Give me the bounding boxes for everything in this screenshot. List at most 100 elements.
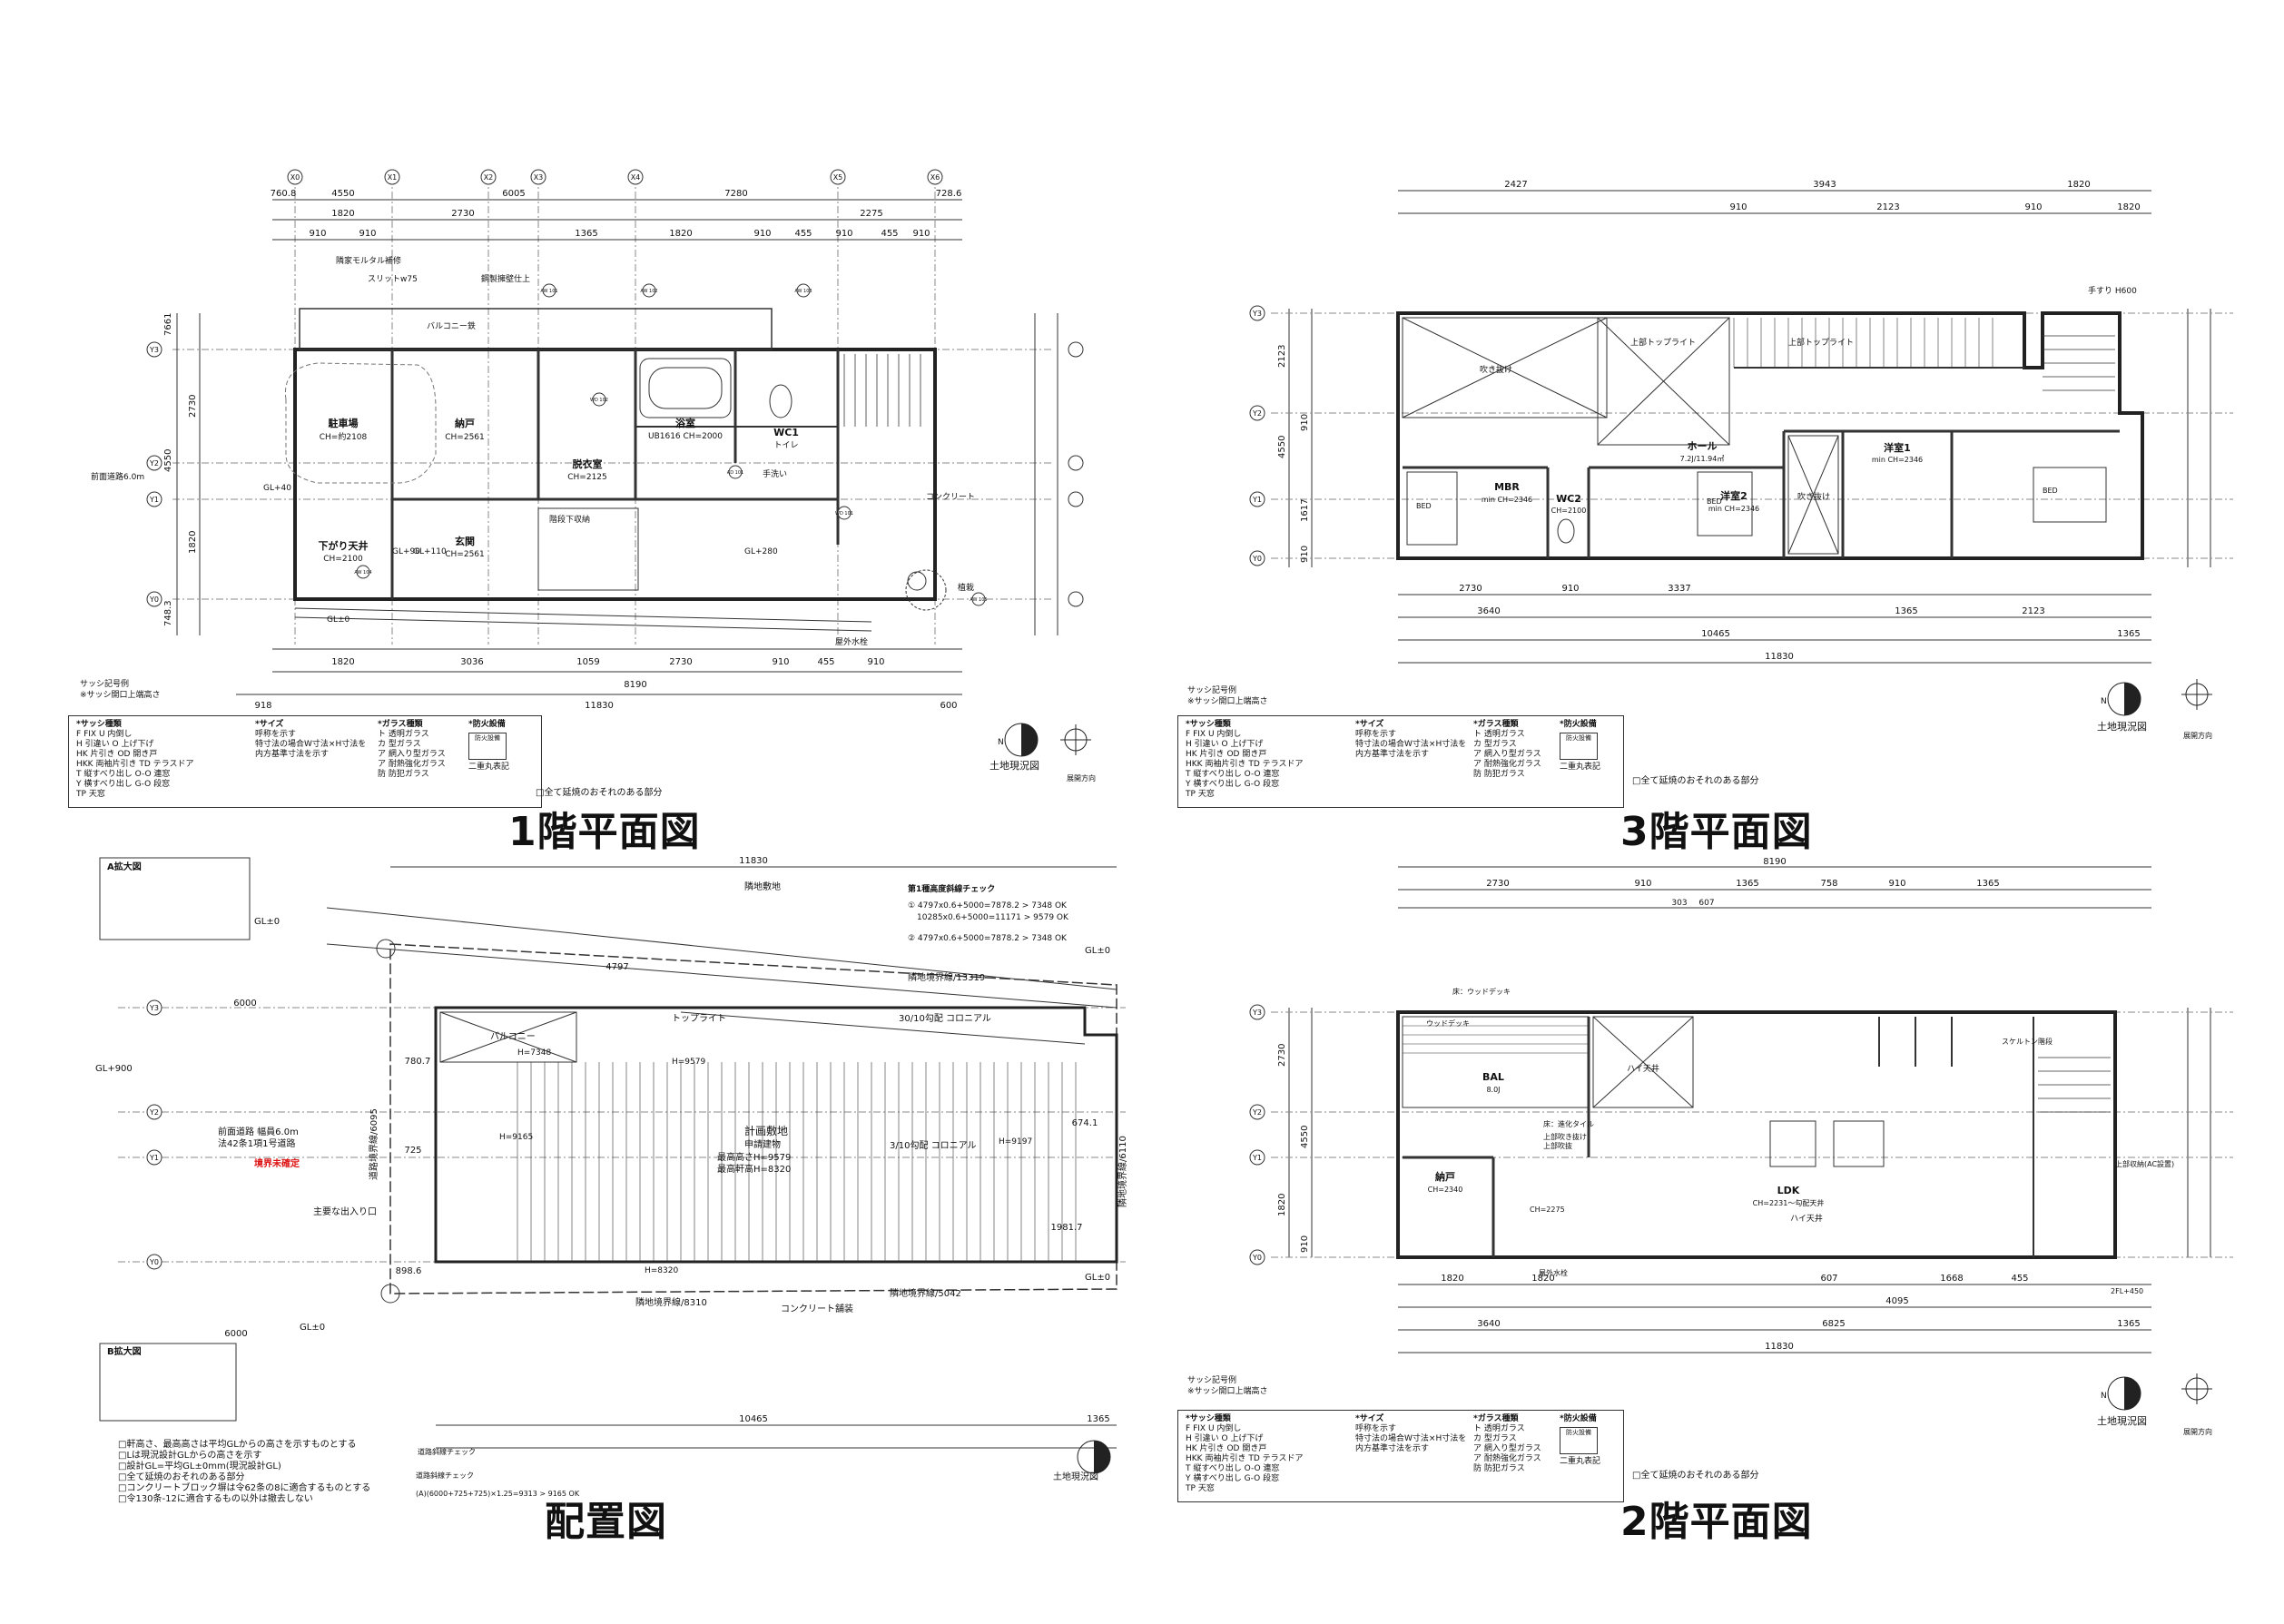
room-name: 上部トップライト xyxy=(1630,337,1696,348)
legend-floor2: *サッシ種類 F FIX U 内倒し H 引違い O 上げ下げ HK 片引き O… xyxy=(1177,1410,1624,1502)
dim-text: 6000 xyxy=(233,999,256,1009)
sun-direction-label: 展開方向 xyxy=(2183,732,2212,740)
dim-text: 600 xyxy=(940,701,957,708)
floor2-title: 2階平面図 xyxy=(1620,1499,1813,1545)
floor3-title: 3階平面図 xyxy=(1620,809,1813,855)
dim-text: 1365 xyxy=(1087,1414,1109,1424)
grid-label: Y0 xyxy=(149,595,159,604)
annotation: 2FL+450 xyxy=(2111,1287,2143,1295)
grid-label: Y3 xyxy=(149,1004,159,1012)
annotation: 手すり H600 xyxy=(2088,285,2137,296)
dim-text: 1365 xyxy=(2117,1319,2140,1329)
floor1-plan: X0 X1 X2 X3 X4 X5 X6 Y3 Y2 Y1 Y0 760.8 4… xyxy=(91,169,1084,708)
room-name: 駐車場 xyxy=(329,417,359,429)
annotation: スリットw75 xyxy=(368,275,418,284)
north-arrow-icon: N xyxy=(998,723,1091,757)
site-label: コンクリート舗装 xyxy=(781,1303,853,1314)
room-name: WC2 xyxy=(1556,493,1581,505)
dim-text: 1820 xyxy=(1441,1274,1463,1284)
room-name: 納戸 xyxy=(1435,1170,1455,1183)
site-label: 前面道路 幅員6.0m xyxy=(218,1126,299,1137)
dim-text: 4550 xyxy=(1277,436,1287,458)
annotation: 鋼製擁壁仕上 xyxy=(481,273,530,284)
height-label: H=7348 xyxy=(517,1048,551,1058)
north-arrow-icon: N xyxy=(2101,679,2212,716)
room-sub: min CH=2346 xyxy=(1708,505,1759,513)
sun-direction-label: 展開方向 xyxy=(2183,1428,2212,1436)
dim-text: 1820 xyxy=(2067,180,2090,190)
grid-label: X2 xyxy=(484,173,494,182)
annotation: 屋外水栓 xyxy=(835,636,868,647)
grid-label: Y0 xyxy=(149,1258,159,1266)
annotation: 上部収納(AC設置) xyxy=(2115,1159,2174,1168)
dim-text: 2730 xyxy=(188,395,198,418)
dim-text: 1668 xyxy=(1940,1274,1963,1284)
site-label: 隣地境界線/8310 xyxy=(635,1296,707,1308)
room-sub: 8.0J xyxy=(1486,1086,1500,1094)
window-marker: WD 102 xyxy=(590,398,608,403)
dim-text: 7661 xyxy=(163,313,173,336)
room-name: LDK xyxy=(1777,1185,1800,1196)
check-text: ② 4797x0.6+5000=7878.2 > 7348 OK xyxy=(908,934,1068,943)
annotation: BED xyxy=(2043,487,2058,495)
annotation: 屋外水栓 xyxy=(1539,1268,1568,1277)
room-name: 洋室1 xyxy=(1884,441,1911,454)
grid-label: X0 xyxy=(290,173,300,182)
room-sub: min CH=2346 xyxy=(1872,456,1923,464)
room-name: ハイ天井 xyxy=(1627,1063,1659,1074)
dim-text: 303 xyxy=(1671,899,1687,908)
site-plan: Y3 Y2 Y1 Y0 A拡大図 B拡大図 隣地敷地 隣地境界線/13319 隣… xyxy=(95,856,1128,1482)
check-text: 10285x0.6+5000=11171 > 9579 OK xyxy=(917,913,1069,922)
dim-text: 1617 xyxy=(1300,499,1310,522)
dim-text: 6000 xyxy=(224,1329,247,1339)
dim-text: 6825 xyxy=(1822,1319,1845,1329)
gl-label: GL+900 xyxy=(95,1064,133,1074)
sash-note-2: サッシ記号例※サッシ開口上端高さ xyxy=(1187,1376,1268,1396)
window-marker: WD 101 xyxy=(835,511,853,517)
check-text: ① 4797x0.6+5000=7878.2 > 7348 OK xyxy=(908,901,1068,910)
gl-label: GL+280 xyxy=(744,547,778,556)
annotation: BED xyxy=(1707,497,1722,506)
site-label: 隣地境界線/13319 xyxy=(908,971,985,983)
annotation: コンクリート xyxy=(926,492,975,502)
annotation: スケルトン階段 xyxy=(2002,1037,2053,1046)
site-label: 道路斜線チェック xyxy=(418,1447,476,1456)
dim-text: 4095 xyxy=(1885,1296,1908,1306)
dim-text: 758 xyxy=(1820,879,1837,889)
grid-label: Y0 xyxy=(1252,555,1262,563)
annotation: 上部トップライト xyxy=(1788,337,1854,348)
room-name: 脱衣室 xyxy=(573,458,603,470)
dim-text: 8190 xyxy=(624,680,646,690)
svg-text:N: N xyxy=(2101,1392,2107,1401)
annotation: 上部吹抜 xyxy=(1543,1141,1572,1150)
dim-text: 1981.7 xyxy=(1051,1223,1083,1233)
sash-note-1: サッシ記号例※サッシ開口上端高さ xyxy=(80,680,161,700)
window-marker: AW 105 xyxy=(970,597,987,603)
site-label: 境界未確定 xyxy=(254,1157,300,1169)
site-label: 隣地境界線/5042 xyxy=(890,1287,961,1299)
room-name: ホール xyxy=(1688,440,1718,452)
gl-label: GL±0 xyxy=(1085,1273,1110,1283)
grid-label: Y0 xyxy=(1252,1254,1262,1262)
dim-text: 2730 xyxy=(451,209,474,219)
annotation: 吹き抜け xyxy=(1480,364,1512,375)
dim-text: 11830 xyxy=(1765,652,1794,662)
dim-text: 2730 xyxy=(1459,584,1482,594)
grid-label: Y1 xyxy=(149,1154,159,1162)
dim-text: 898.6 xyxy=(396,1266,422,1276)
dim-text: 607 xyxy=(1820,1274,1837,1284)
site-label: 主要な出入り口 xyxy=(313,1206,377,1217)
room-sub: CH=2231〜勾配天井 xyxy=(1753,1198,1825,1207)
check-text: 第1種高度斜線チェック xyxy=(908,883,995,894)
land-status-label: 土地現況図 xyxy=(2097,1415,2147,1427)
fire-note-3: □全て延焼のおそれのある部分 xyxy=(1632,776,1759,786)
dim-text: 910 xyxy=(1300,546,1310,563)
room-name: 玄関 xyxy=(455,535,475,547)
room-name: WC1 xyxy=(773,427,799,438)
floor3-plan: Y3 Y2 Y1 Y0 2427 3943 1820 910 2123 910 … xyxy=(1249,180,2233,664)
dim-text: 10465 xyxy=(739,1414,768,1424)
site-label: 隣地敷地 xyxy=(744,881,781,892)
dim-text: 2730 xyxy=(669,657,692,667)
dim-text: 910 xyxy=(309,229,326,239)
